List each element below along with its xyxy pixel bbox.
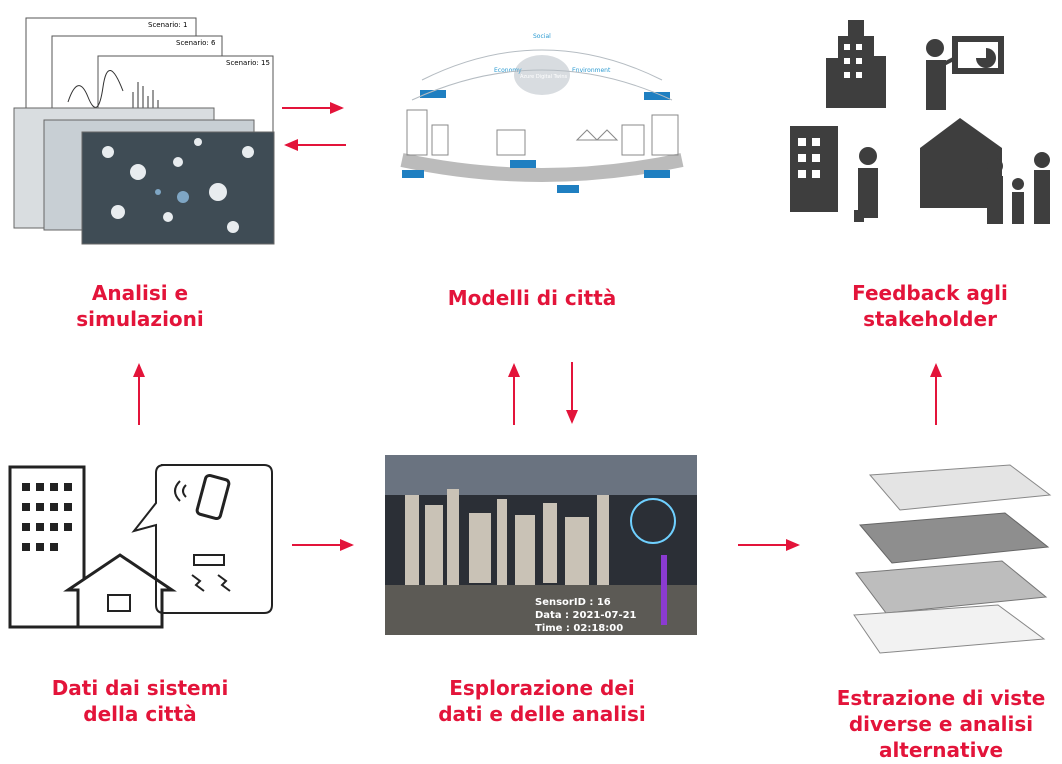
businessman-icon: [854, 147, 878, 222]
diagram-word-environment: Environment: [572, 67, 611, 74]
scenario-label-1: Scenario: 1: [148, 21, 187, 29]
smartphone-icon: [174, 473, 231, 521]
scenario-label-2: Scenario: 6: [176, 39, 216, 47]
label-exploration: Esplorazione dei dati e delle analisi: [438, 676, 646, 726]
label-feedback: Feedback agli stakeholder: [852, 281, 1008, 331]
label-city-data: Dati dai sistemi della città: [51, 676, 229, 726]
label-extraction: Estrazione di viste diverse e analisi al…: [836, 686, 1046, 762]
overlay-line-1: SensorID : 16: [535, 597, 611, 608]
node-extraction: [830, 455, 1055, 655]
city-network-icon: Social Economy Environment Azure Digital…: [400, 33, 684, 193]
diagram-word-azure: Azure Digital Twins: [520, 74, 568, 80]
3d-city-view-icon: SensorID : 16 Data : 2021-07-21 Time : 0…: [385, 455, 697, 635]
small-house-icon: [63, 553, 177, 629]
overlay-line-2: Data : 2021-07-21: [535, 610, 637, 621]
label-city-models: Modelli di città: [447, 286, 617, 310]
scenario-label-3: Scenario: 15: [226, 59, 270, 67]
sensor-icon: [191, 554, 231, 592]
node-feedback: [780, 8, 1060, 238]
node-city-models: Social Economy Environment Azure Digital…: [382, 20, 702, 220]
map-layers-icon: [853, 464, 1052, 654]
diagram-word-social: Social: [533, 33, 551, 40]
node-exploration: SensorID : 16 Data : 2021-07-21 Time : 0…: [385, 455, 697, 635]
overlay-line-3: Time : 02:18:00: [535, 623, 623, 634]
diagram-word-economy: Economy: [494, 67, 522, 74]
label-analysis: Analisi e simulazioni: [76, 281, 204, 331]
node-analysis: Scenario: 1 Scenario: 6 Scenario: 15: [8, 12, 280, 252]
house-icon: [920, 118, 1002, 208]
chart-stack-icon: Scenario: 1 Scenario: 6 Scenario: 15: [13, 17, 275, 245]
apartment-building-icon: [8, 465, 86, 629]
node-city-data: [6, 455, 278, 630]
family-icon: [987, 152, 1050, 224]
